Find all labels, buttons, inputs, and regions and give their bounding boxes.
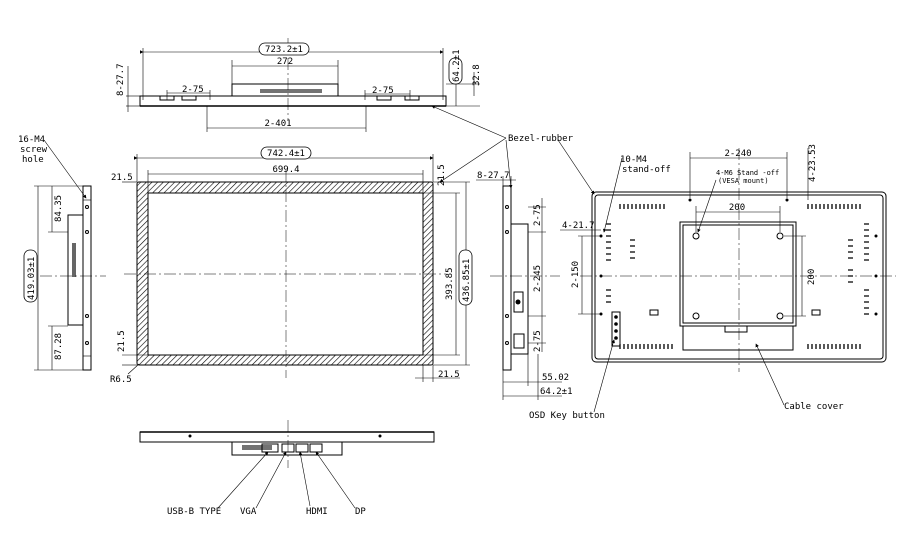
top-depth-total: 64.2±1 [452, 49, 462, 82]
right-depth-total: 64.2±1 [540, 387, 573, 397]
front-overall-width: 742.4±1 [267, 149, 305, 159]
left-side-vents [72, 243, 76, 277]
top-body-outline [139, 95, 447, 107]
front-corner-radius: R6.5 [110, 375, 132, 385]
dp-port [309, 443, 323, 453]
top-tab-3 [376, 95, 392, 101]
vesa-hole-1 [692, 232, 700, 240]
front-width-badge [260, 146, 312, 160]
front-overall-height: 436.85±1 [462, 259, 472, 302]
front-height-badge [458, 249, 473, 306]
front-border-bottom-right: 21.5 [438, 370, 460, 380]
left-height-badge [23, 249, 38, 303]
cable-cover [682, 325, 794, 351]
rear-vesa-label-2: (VESA mount) [718, 177, 769, 185]
port-label-usb: USB-B TYPE [167, 507, 221, 517]
vesa-hole-4 [776, 312, 784, 320]
right-pitch-bottom: 2-75 [533, 330, 543, 352]
left-side-view: 16-M4 screw hole 419.03±1 84.35 87.28 [18, 135, 106, 371]
right-depth-body: 55.02 [542, 373, 569, 383]
osd-key-strip [611, 311, 621, 347]
top-side-offset: 8-27.7 [116, 63, 126, 96]
rear-top-pitch: 2-240 [724, 149, 751, 159]
top-tab-2 [181, 95, 197, 101]
port-label-hdmi: HDMI [306, 507, 328, 517]
right-pitch-top: 2-75 [533, 204, 543, 226]
left-bottom-offset: 87.28 [54, 333, 64, 360]
rear-standoff-label-2: stand-off [622, 165, 671, 175]
front-active-width: 699.4 [272, 165, 299, 175]
callout-osd-key: OSD Key button [529, 411, 605, 421]
right-side-offset: 8-27.7 [477, 171, 510, 181]
port-label-dp: DP [355, 507, 366, 517]
rear-vesa-label-1: 4-M6 Stand -off [716, 169, 779, 177]
front-border-bottom-left: 21.5 [117, 330, 127, 352]
vesa-hole-3 [692, 312, 700, 320]
callout-bezel-rubber: Bezel-rubber [508, 134, 574, 144]
cable-cover-notch [724, 325, 748, 333]
left-side-bezel [82, 185, 92, 371]
top-overall-width: 723.2±1 [265, 45, 303, 55]
top-width-badge [258, 42, 310, 56]
top-depth-badge [448, 57, 463, 85]
top-connector-block [231, 83, 339, 97]
left-screw-label-2: screw [20, 145, 48, 155]
rear-vesa-width: 200 [729, 203, 745, 213]
port-label-vga: VGA [240, 507, 257, 517]
rear-vesa-height: 200 [807, 269, 817, 285]
rear-standoff-label-1: 10-M4 [620, 155, 647, 165]
right-side-port [513, 291, 524, 313]
right-pitch-mid: 2-245 [533, 265, 543, 292]
left-screw-label-3: hole [22, 155, 44, 165]
left-top-offset: 84.35 [54, 195, 64, 222]
front-border-top-left: 21.5 [111, 173, 133, 183]
rear-left-offset: 4-21.7 [562, 221, 595, 231]
callout-cable-cover: Cable cover [784, 402, 844, 412]
top-depth-body: 32.8 [472, 64, 482, 86]
rear-view: 2-240 4-23.53 200 200 10-M4 stand-off 4-… [560, 144, 896, 372]
right-side-osd [513, 333, 525, 349]
left-side-body [67, 214, 84, 326]
top-bottom-span: 2-401 [264, 119, 291, 129]
callouts: Bezel-rubber OSD Key button Cable cover [431, 105, 844, 421]
top-view: 723.2±1 272 2-75 2-75 2-401 8-27.7 64.2±… [116, 38, 482, 132]
usb-port [261, 443, 279, 453]
front-active-height: 393.85 [445, 267, 455, 300]
vesa-plate [679, 221, 797, 327]
rear-top-offset: 4-23.53 [808, 144, 818, 182]
top-pitch-right: 2-75 [372, 86, 394, 96]
rear-left-pitch: 2-150 [571, 261, 581, 288]
vesa-hole-2 [776, 232, 784, 240]
right-side-view: 8-27.7 2-75 2-245 2-75 55.02 64.2±1 [476, 171, 573, 400]
right-side-bezel [502, 185, 512, 371]
left-overall-height: 419.03±1 [27, 257, 37, 300]
rear-vents [606, 204, 869, 349]
top-tab-4 [404, 95, 420, 101]
front-border-top-right: 21.5 [437, 164, 447, 186]
front-view: 742.4±1 699.4 21.5 21.5 21.5 21.5 R6.5 3… [110, 146, 473, 385]
left-screw-label-1: 16-M4 [18, 135, 45, 145]
top-vent-pattern [260, 89, 322, 93]
bottom-connector-block [231, 441, 343, 456]
hdmi-port [295, 443, 309, 453]
right-side-body [510, 223, 529, 355]
bottom-body-outline [139, 431, 435, 443]
top-pitch-left: 2-75 [182, 85, 204, 95]
vesa-plate-inner [682, 224, 794, 324]
top-connector-span: 272 [277, 57, 293, 67]
bottom-view: USB-B TYPE VGA HDMI DP [139, 420, 435, 517]
